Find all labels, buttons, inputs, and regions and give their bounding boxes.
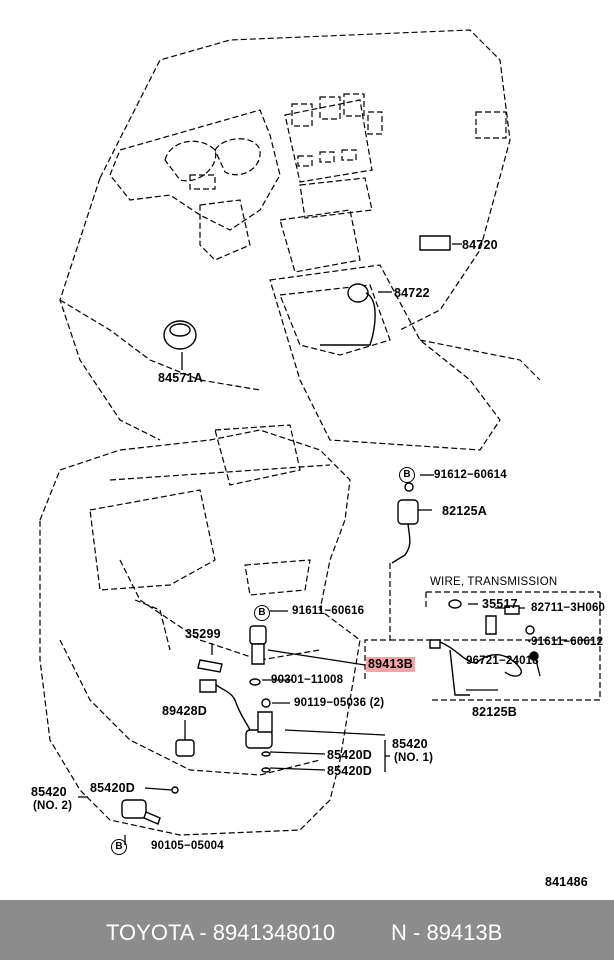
figure-number: 841486 bbox=[545, 875, 588, 889]
bolt-b-badge: B bbox=[254, 605, 270, 621]
part-label-84571a: 84571A bbox=[158, 371, 203, 385]
part-label-84722: 84722 bbox=[394, 286, 430, 300]
part-label-35517: 35517 bbox=[482, 597, 518, 611]
part-label-90119-05036: 90119−05036 (2) bbox=[294, 697, 385, 709]
bolt-b-badge: B bbox=[111, 839, 127, 855]
switch-84722-icon bbox=[348, 284, 368, 302]
gasket-35299-icon bbox=[198, 660, 222, 672]
part-label-90105-05004: 90105−05004 bbox=[151, 840, 224, 852]
harness-82125b-icon bbox=[440, 642, 521, 676]
valve-85420-no2-icon bbox=[122, 800, 146, 818]
part-label-89428d: 89428D bbox=[162, 704, 207, 718]
part-label-96721-24018: 96721−24018 bbox=[466, 655, 539, 667]
part-label-91611-60612: 91611−60612 bbox=[531, 636, 604, 648]
part-label-82125b: 82125B bbox=[472, 705, 517, 719]
part-label-85420d: 85420D bbox=[327, 764, 372, 778]
part-label-85420d: 85420D bbox=[327, 748, 372, 762]
part-label-85420-no2: 85420 bbox=[31, 785, 67, 799]
part-label-90301-11008: 90301−11008 bbox=[271, 674, 344, 686]
bolt-b-badge: B bbox=[399, 467, 415, 483]
sensor-89413b-icon bbox=[250, 626, 266, 644]
sensor-82125a-icon bbox=[398, 500, 418, 524]
part-label-91611-60616: 91611−60616 bbox=[292, 605, 365, 617]
footer-bar: TOYOTA - 8941348010 N - 89413B bbox=[0, 900, 614, 960]
part-label-85420-no2-sub: (NO. 2) bbox=[33, 800, 73, 812]
part-label-91612-60614: 91612−60614 bbox=[434, 469, 507, 481]
wire-transmission-title: WIRE, TRANSMISSION bbox=[430, 576, 558, 588]
part-label-82125a: 82125A bbox=[442, 504, 487, 518]
footer-reference: N - 89413B bbox=[391, 920, 503, 945]
parts-diagram bbox=[0, 0, 614, 900]
part-label-85420d: 85420D bbox=[90, 781, 135, 795]
sensor-89428d-icon bbox=[176, 740, 194, 756]
part-label-89413b-highlighted: 89413B bbox=[366, 657, 415, 672]
part-label-85420-no1-sub: (NO. 1) bbox=[394, 752, 434, 764]
leader-lines bbox=[78, 244, 540, 845]
part-label-84720: 84720 bbox=[462, 238, 498, 252]
part-drawings bbox=[122, 236, 538, 824]
switch-84720-icon bbox=[420, 236, 450, 250]
part-label-85420-no1: 85420 bbox=[392, 737, 428, 751]
footer-brand-partnumber: TOYOTA - 8941348010 bbox=[106, 920, 336, 945]
part-label-82711-3h060: 82711−3H060 bbox=[531, 602, 606, 614]
dashboard-outline bbox=[40, 30, 600, 835]
part-label-35299: 35299 bbox=[185, 627, 221, 641]
